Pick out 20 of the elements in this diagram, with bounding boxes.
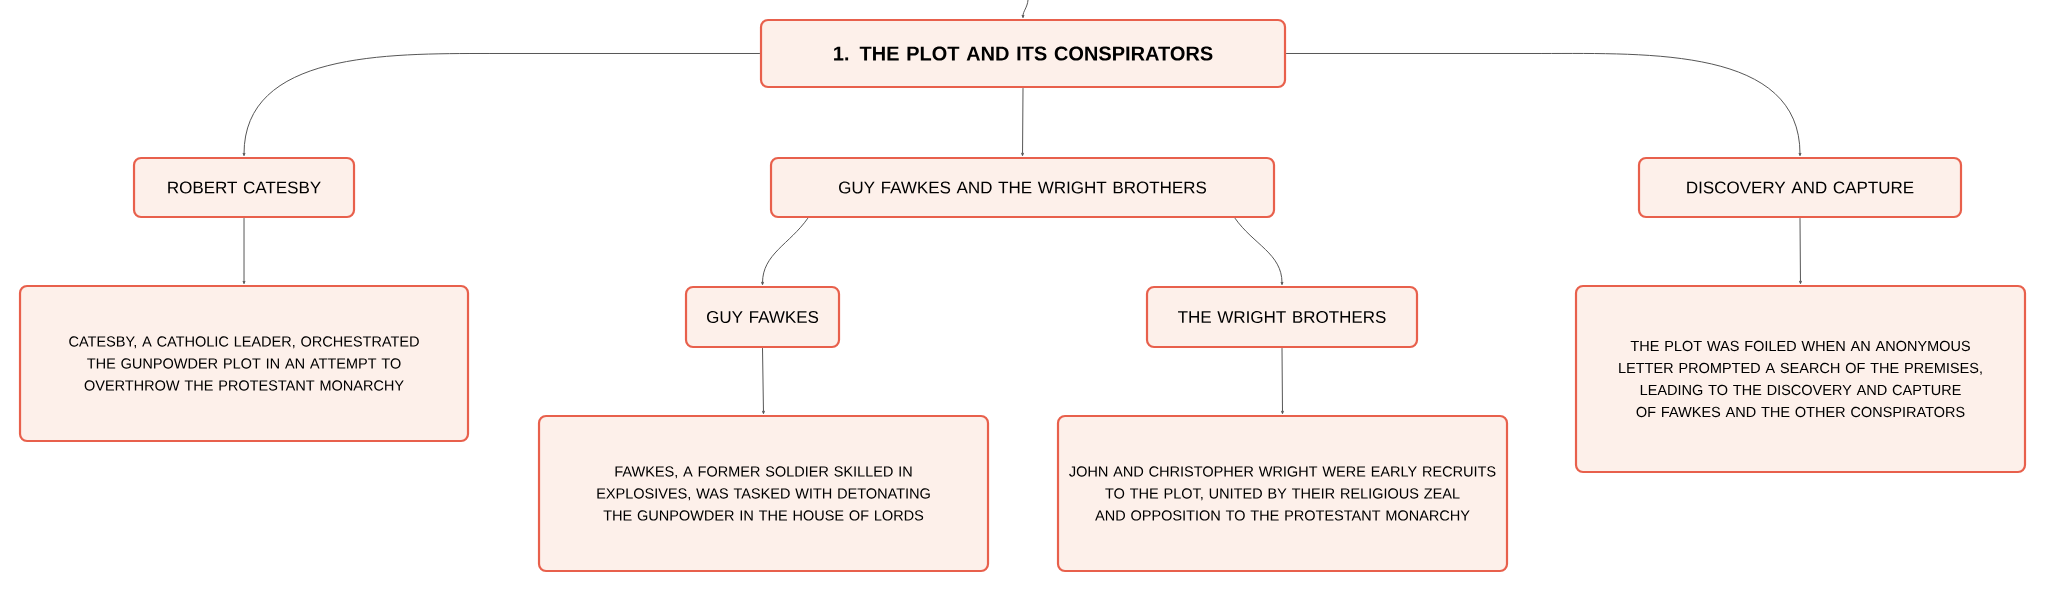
- connector-arrow: [1021, 87, 1024, 157]
- connector-arrow: [242, 53, 761, 157]
- topic-box: DISCOVERY AND CAPTURE: [1637, 156, 1963, 219]
- topic-box: GUY FAWKES AND THE WRIGHT BROTHERS: [769, 156, 1276, 219]
- description-box: THE PLOT WAS FOILED WHEN AN ANONYMOUS LETTER PROMPTED A SEARCH OF THE PREMISES, LEADING TO THE DISCOVERY AND CAPTURE OF FAWKES AND THE OTHER CONSPIRATORS: [1574, 284, 2027, 474]
- topic-box: THE WRIGHT BROTHERS: [1145, 285, 1419, 349]
- connector-arrow: [762, 347, 765, 415]
- topic-box: ROBERT CATESBY: [132, 156, 356, 219]
- topic-box: GUY FAWKES: [684, 285, 841, 349]
- description-box: JOHN AND CHRISTOPHER WRIGHT WERE EARLY RECRUITS TO THE PLOT, UNITED BY THEIR RELIGIOUS ZEAL AND OPPOSITION TO THE PROTESTANT MONARCHY: [1056, 414, 1509, 573]
- connector-arrow: [1799, 217, 1802, 285]
- connector-arrow: [242, 217, 246, 285]
- connector-arrow: [1234, 217, 1284, 286]
- connector-arrow: [1285, 52, 1802, 157]
- connector-arrow: [1281, 347, 1284, 415]
- connector-arrow: [761, 217, 809, 286]
- description-box: FAWKES, A FORMER SOLDIER SKILLED IN EXPLOSIVES, WAS TASKED WITH DETONATING THE GUNPOWDER IN THE HOUSE OF LORDS: [537, 414, 990, 573]
- connector-arrow: [1021, 0, 1029, 19]
- description-box: CATESBY, A CATHOLIC LEADER, ORCHESTRATED THE GUNPOWDER PLOT IN AN ATTEMPT TO OVERTHROW THE PROTESTANT MONARCHY: [18, 284, 470, 443]
- main-topic-box: 1. THE PLOT AND ITS CONSPIRATORS: [759, 18, 1287, 89]
